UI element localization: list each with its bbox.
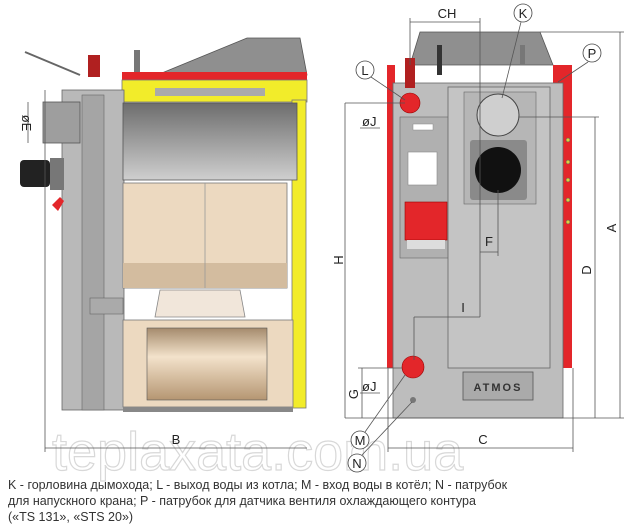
caption-line: («TS 131», «STS 20») [8, 510, 134, 524]
red-control-box [404, 201, 448, 241]
thermostat [88, 55, 100, 77]
top-pipe [134, 50, 140, 80]
dim-label-CH: CH [438, 6, 457, 21]
top-red-panel [122, 72, 307, 80]
inlet-pipe-M [401, 355, 425, 379]
dim-label-A: A [604, 223, 619, 232]
left-red-panel [387, 65, 395, 368]
nozzle [154, 289, 246, 318]
callout-N: N [352, 456, 361, 471]
combustion-cylinder [146, 327, 268, 401]
flue-outlet [476, 93, 520, 137]
dim-label-I: I [461, 300, 465, 315]
flue-pipe [42, 101, 81, 144]
upper-chamber [122, 102, 298, 181]
brand-label: ATMOS [474, 382, 523, 394]
watermark: teplaxata.com.ua [52, 422, 464, 482]
caption-line: K - горловина дымохода; L - выход воды и… [8, 478, 508, 492]
fan-motor [20, 160, 50, 187]
side-section-view: øE B [19, 37, 308, 452]
callout-M: M [355, 433, 366, 448]
top-channel [155, 88, 265, 96]
dim-label-flue-diameter: øE [19, 115, 34, 132]
dim-label-C: C [478, 432, 487, 447]
brand-plate [462, 371, 534, 401]
caption-line: для напускного крана; P - патрубок для д… [8, 494, 476, 508]
lever [24, 51, 81, 76]
dim-label-G: G [346, 389, 361, 399]
callout-L: L [361, 63, 368, 78]
dim-label-J-bottom: øJ [362, 379, 376, 394]
dim-label-H: H [331, 255, 346, 264]
rear-view: ATMOS L K P M N [331, 3, 624, 473]
dim-label-depth: B [172, 432, 181, 447]
callout-P: P [588, 46, 597, 61]
dim-label-D: D [579, 265, 594, 274]
callout-K: K [519, 6, 528, 21]
dim-label-J-top: øJ [362, 114, 376, 129]
display-window [407, 151, 438, 186]
hood [156, 37, 308, 76]
dim-label-F: F [485, 234, 493, 249]
outlet-valve [405, 58, 415, 88]
fan [475, 147, 521, 193]
hood [409, 31, 554, 66]
red-handle [52, 197, 64, 211]
legend-caption: K - горловина дымохода; L - выход воды и… [8, 477, 633, 525]
